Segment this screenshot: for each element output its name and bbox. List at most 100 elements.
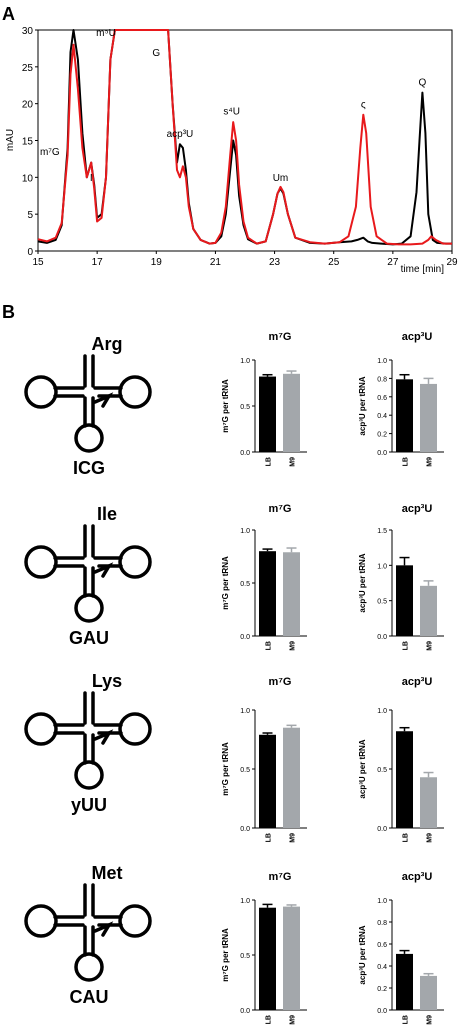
variable-loop <box>93 729 114 745</box>
bar-m9 <box>283 727 300 828</box>
x-category-label: LB <box>266 457 273 466</box>
bar-lb <box>396 953 413 1010</box>
x-tick-label: 21 <box>210 257 222 268</box>
y-tick-label: 1.0 <box>240 358 250 365</box>
x-category-label: LB <box>266 833 273 842</box>
chart-title: m⁷G <box>269 331 292 343</box>
peak-label: G <box>152 48 160 59</box>
y-tick-label: 0.5 <box>240 953 250 960</box>
x-category-label: LB <box>266 1015 273 1024</box>
y-tick-label: 0.0 <box>377 450 387 457</box>
x-category-label: M9 <box>427 833 434 843</box>
y-tick-label: 0.4 <box>377 964 387 971</box>
panel-label-b: B <box>2 302 15 322</box>
anticodon-loop <box>74 760 104 790</box>
variable-loop <box>93 392 114 408</box>
y-tick-label: 1.0 <box>377 708 387 715</box>
trna-name: Met <box>92 863 123 883</box>
series-black-line <box>37 29 452 246</box>
y-tick-label: 0.0 <box>377 826 387 833</box>
x-category-label: M9 <box>290 457 297 467</box>
y-tick-label: 0.4 <box>377 413 387 420</box>
bar-m9 <box>420 975 437 1010</box>
bar-lb <box>259 551 276 636</box>
peak-label: Um <box>273 173 289 184</box>
y-tick-label: 0.5 <box>377 767 387 774</box>
d-loop <box>24 712 58 746</box>
bar-lb <box>396 379 413 452</box>
chart-title: m⁷G <box>269 503 292 515</box>
x-category-label: M9 <box>427 641 434 651</box>
y-axis-label: m⁷G per tRNA <box>221 742 230 796</box>
y-tick-label: 0.0 <box>240 450 250 457</box>
t-loop <box>118 904 152 938</box>
chart-title: m⁷G <box>269 871 292 883</box>
peak-label: Q <box>419 77 427 88</box>
bar-m9 <box>420 383 437 452</box>
y-tick-label: 20 <box>22 100 34 111</box>
y-axis-label: acp³U per tRNA <box>358 739 367 798</box>
y-axis-label: mAU <box>5 129 16 151</box>
y-tick-label: 1.0 <box>240 528 250 535</box>
x-tick-label: 23 <box>269 257 281 268</box>
trna-name: Arg <box>92 334 123 354</box>
y-axis-label: m⁷G per tRNA <box>221 556 230 610</box>
x-axis-label: time [min] <box>401 264 445 275</box>
x-tick-label: 17 <box>92 257 104 268</box>
chart-title: m⁷G <box>269 676 292 688</box>
bar-lb <box>396 565 413 636</box>
t-loop <box>118 375 152 409</box>
m7g-arg-chart: m⁷G 0.0 0.5 1.0 m⁷G per tRNA LB M9 <box>221 331 307 467</box>
y-axis-label: acp³U per tRNA <box>358 925 367 984</box>
bar-m9 <box>283 373 300 452</box>
anticodon-loop <box>74 952 104 982</box>
bar-lb <box>259 734 276 828</box>
y-tick-label: 0.2 <box>377 986 387 993</box>
panel-label-a: A <box>2 4 15 24</box>
bar-charts: m⁷G 0.0 0.5 1.0 m⁷G per tRNA LB M9 acp³U 0.0 0.2 0… <box>221 331 444 1025</box>
y-axis-label: acp³U per tRNA <box>358 553 367 612</box>
t-loop <box>118 712 152 746</box>
peak-label: ς <box>361 99 366 110</box>
series-red-line <box>37 29 452 246</box>
t-loop <box>118 545 152 579</box>
y-tick-label: 1.0 <box>377 358 387 365</box>
x-category-label: LB <box>403 457 410 466</box>
peak-label: I <box>90 173 93 184</box>
x-category-label: LB <box>403 1015 410 1024</box>
bar-m9 <box>420 585 437 636</box>
y-tick-label: 1.0 <box>377 898 387 905</box>
y-tick-label: 1.0 <box>240 898 250 905</box>
anticodon-label: ICG <box>73 458 105 478</box>
y-tick-label: 5 <box>27 210 33 221</box>
x-category-label: LB <box>403 833 410 842</box>
y-tick-label: 0.8 <box>377 376 387 383</box>
x-tick-label: 19 <box>151 257 163 268</box>
x-tick-label: 25 <box>328 257 340 268</box>
y-tick-label: 15 <box>22 137 34 148</box>
y-tick-label: 0.5 <box>240 767 250 774</box>
chart-title: acp³U <box>402 331 433 343</box>
y-tick-label: 0 <box>27 247 33 258</box>
y-axis-label: acp³U per tRNA <box>358 376 367 435</box>
y-tick-label: 0.0 <box>377 634 387 641</box>
chart-title: acp³U <box>402 676 433 688</box>
anticodon-loop <box>74 423 104 453</box>
bar-m9 <box>283 906 300 1010</box>
y-axis-label: m⁷G per tRNA <box>221 379 230 433</box>
bar-lb <box>259 907 276 1010</box>
anticodon-loop <box>74 593 104 623</box>
variable-loop <box>93 921 114 937</box>
variable-loop <box>93 562 114 578</box>
peak-label: m⁷G <box>40 147 60 158</box>
bar-m9 <box>283 552 300 636</box>
y-tick-label: 30 <box>22 26 34 37</box>
y-tick-label: 0.5 <box>240 404 250 411</box>
y-tick-label: 0.6 <box>377 395 387 402</box>
